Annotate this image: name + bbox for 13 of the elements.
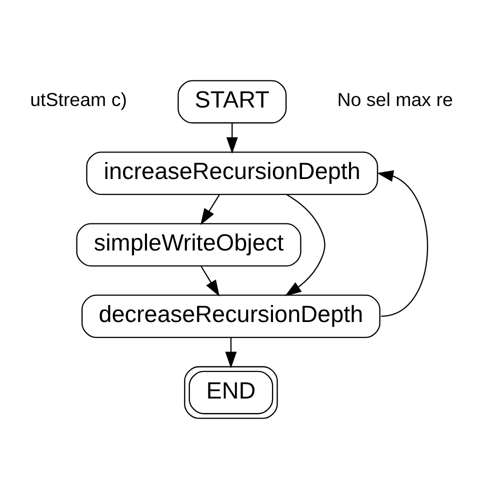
- arrow: [200, 194, 220, 224]
- arrow: [284, 193, 326, 296]
- node-box: END: [184, 366, 278, 418]
- node-box: increaseRecursionDepth: [86, 151, 378, 194]
- arrow: [200, 265, 220, 296]
- label: utStream c): [30, 88, 128, 110]
- arrow: [376, 170, 428, 316]
- node-box: decreaseRecursionDepth: [81, 294, 380, 338]
- node-box: simpleWriteObject: [76, 222, 302, 266]
- node-box: START: [178, 80, 287, 123]
- arrow: [225, 337, 237, 368]
- label: No sel max re: [337, 88, 453, 110]
- arrow: [226, 122, 238, 154]
